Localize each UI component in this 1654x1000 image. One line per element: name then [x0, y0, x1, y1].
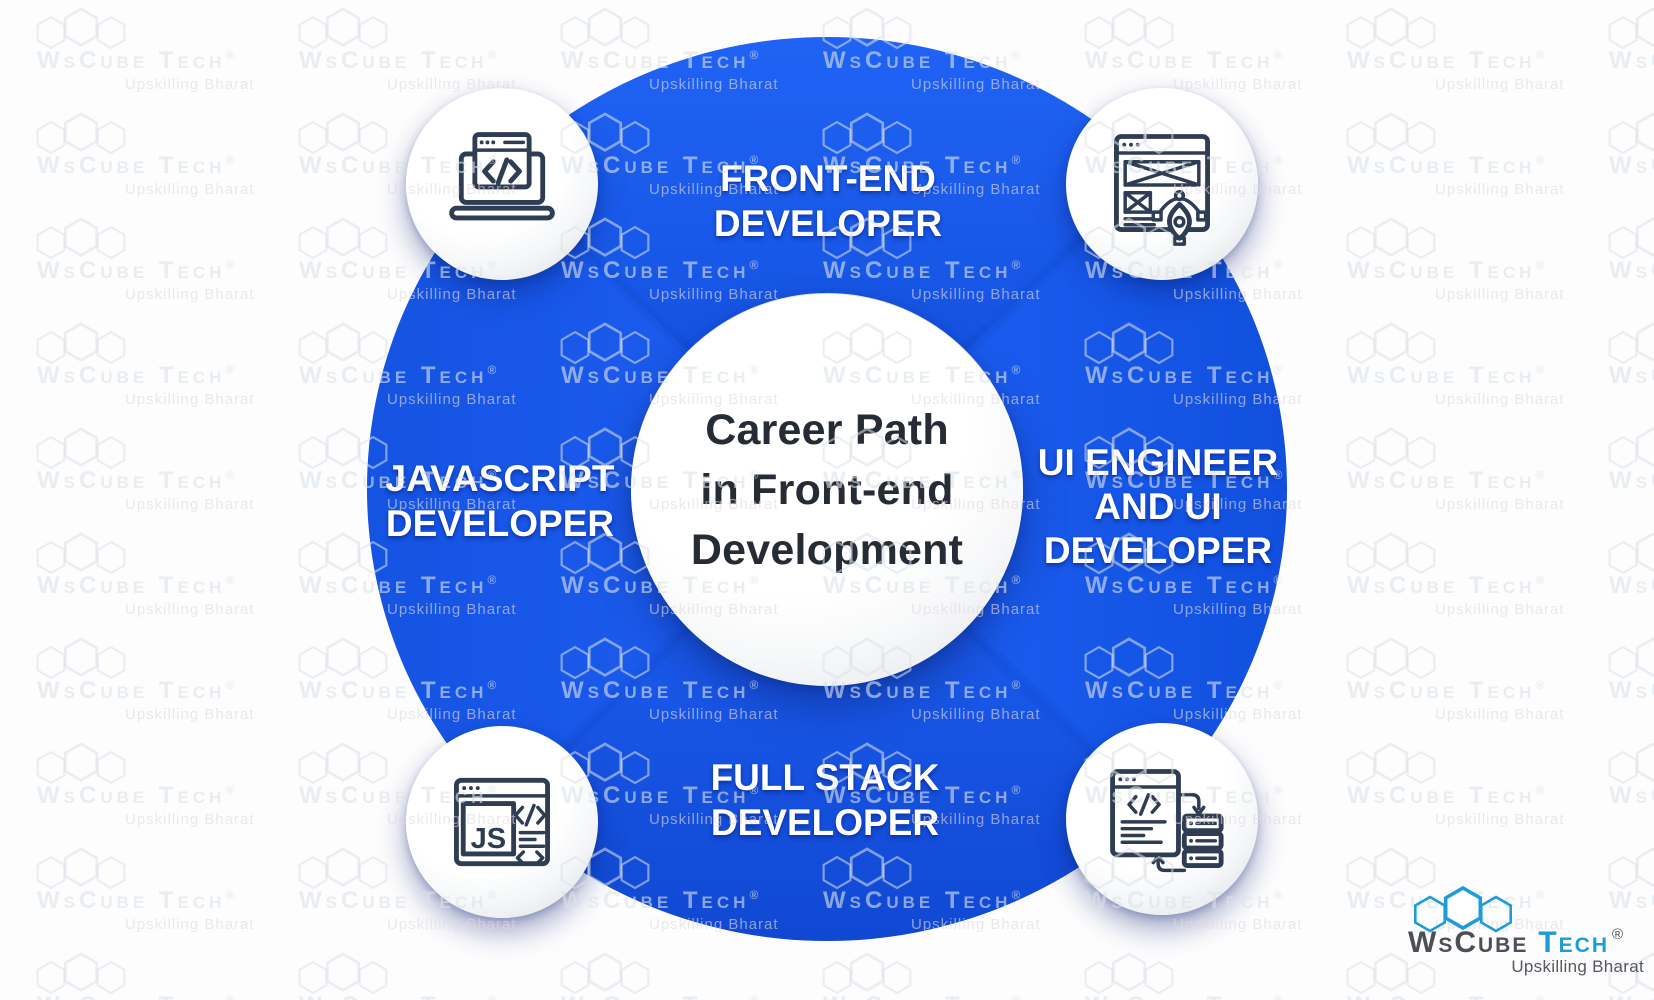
role-label-line: DEVELOPER — [1043, 530, 1273, 571]
laptop-code-icon — [449, 132, 555, 221]
wireframe-pen-tool-icon — [1114, 134, 1210, 246]
role-label-line: DEVELOPER — [710, 802, 940, 843]
role-label-line: AND UI — [1094, 486, 1222, 527]
role-label-line: FULL STACK — [710, 757, 940, 798]
role-label-line: DEVELOPER — [713, 203, 943, 244]
badge-ui-design — [1066, 88, 1258, 280]
role-label-full-stack-developer: FULL STACK DEVELOPER — [625, 755, 1025, 845]
role-label-line: DEVELOPER — [385, 503, 615, 544]
center-title-line: in Front-end — [700, 466, 954, 514]
badge-javascript: JS — [406, 726, 598, 918]
role-label-line: FRONT-END — [720, 158, 936, 199]
javascript-browser-icon: JS — [454, 777, 550, 867]
ring-segment-right — [965, 169, 1288, 809]
ring-segment-bottom — [501, 627, 1153, 942]
hexagon-logo-icon — [1414, 885, 1512, 933]
logo-word-tech: Tech — [1538, 926, 1609, 959]
logo-wordmark: WsCube Tech ® — [1408, 926, 1646, 960]
ring-segment-top — [501, 36, 1153, 351]
logo-tagline: Upskilling Bharat — [1511, 957, 1644, 976]
center-title-line: Career Path — [705, 406, 949, 454]
center-title: Career Path in Front-end Development — [691, 400, 963, 580]
js-label: JS — [471, 823, 507, 855]
badge-front-end — [406, 88, 598, 280]
logo-word-wscube: WsCube — [1408, 926, 1529, 959]
fullstack-code-server-icon — [1110, 769, 1224, 873]
role-label-javascript-developer: JAVASCRIPT DEVELOPER — [340, 456, 660, 546]
role-label-line: JAVASCRIPT — [385, 458, 615, 499]
center-title-line: Development — [690, 526, 964, 574]
registered-trademark-icon: ® — [1612, 926, 1624, 943]
role-label-ui-engineer: UI ENGINEER AND UI DEVELOPER — [1008, 441, 1308, 573]
center-circle: Career Path in Front-end Development — [631, 294, 1023, 686]
role-label-line: UI ENGINEER — [1037, 442, 1279, 483]
role-label-front-end-developer: FRONT-END DEVELOPER — [628, 156, 1028, 246]
badge-full-stack — [1066, 723, 1258, 915]
wscube-tech-logo: WsCube Tech ® Upskilling Bharat — [1408, 884, 1646, 977]
